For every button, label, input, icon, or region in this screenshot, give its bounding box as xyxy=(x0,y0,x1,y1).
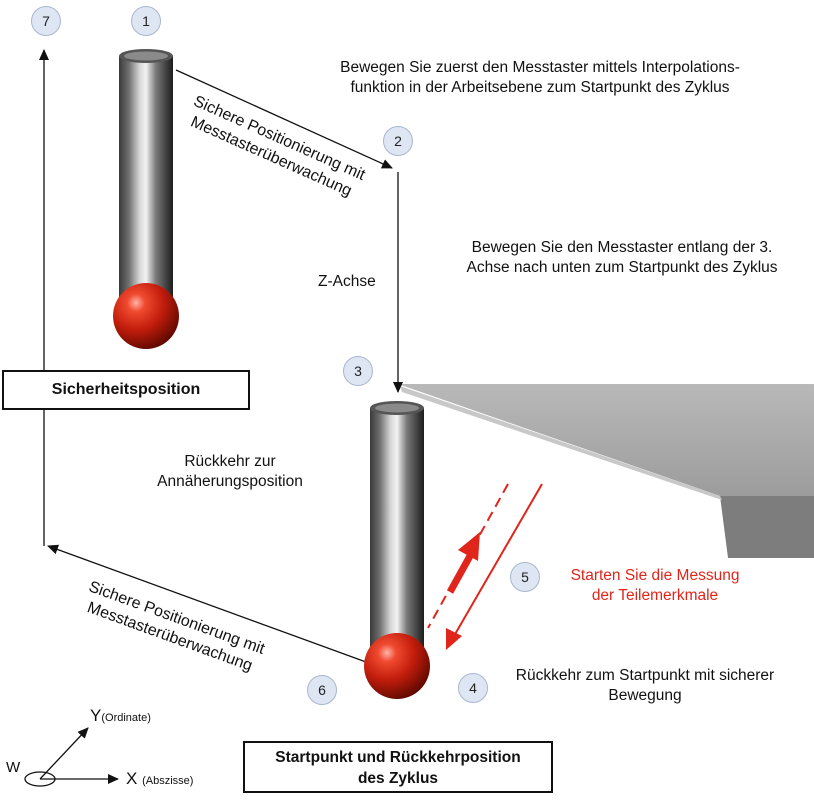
safety-position-box: Sicherheitsposition xyxy=(2,370,250,410)
start-measurement-line2: der Teilemerkmale xyxy=(591,587,719,604)
step1-instruction-line1: Bewegen Sie zuerst den Messtaster mittel… xyxy=(340,59,740,76)
origin-label: W xyxy=(6,759,21,776)
step-badge-7: 7 xyxy=(31,6,61,36)
step2-instruction: Bewegen Sie den Messtaster entlang der 3… xyxy=(420,238,814,278)
step-badge-1: 1 xyxy=(131,6,161,36)
x-axis-sub: (Abszisse) xyxy=(142,775,194,787)
workpiece-block xyxy=(398,384,814,558)
step-badge-3: 3 xyxy=(343,356,373,386)
probe-2 xyxy=(364,401,430,699)
y-axis-label: Y(Ordinate) xyxy=(90,706,151,728)
path-1-to-2 xyxy=(175,69,393,169)
step1-instruction: Bewegen Sie zuerst den Messtaster mittel… xyxy=(300,58,780,98)
path-6-to-left xyxy=(47,544,367,663)
z-axis-label: Z-Achse xyxy=(318,273,376,290)
step2-instruction-line2: Achse nach unten zum Startpunkt des Zykl… xyxy=(466,259,778,276)
step2-instruction-line1: Bewegen Sie den Messtaster entlang der 3… xyxy=(471,239,773,256)
start-measurement: Starten Sie die Messung der Teilemerkmal… xyxy=(540,566,770,606)
return-approach: Rückkehr zur Annäherungsposition xyxy=(130,452,330,492)
step-badge-4: 4 xyxy=(458,673,488,703)
return-start-line2: Bewegung xyxy=(608,687,682,704)
return-approach-line2: Annäherungsposition xyxy=(157,473,303,490)
step-badge-6: 6 xyxy=(307,675,337,705)
thick-up-arrow xyxy=(446,532,480,594)
start-return-position-box: Startpunkt und Rückkehrposition des Zykl… xyxy=(243,741,553,793)
y-axis-sub: (Ordinate) xyxy=(101,712,151,724)
coordinate-system xyxy=(24,727,119,787)
flow-paths xyxy=(39,49,403,663)
return-start: Rückkehr zum Startpunkt mit sicherer Bew… xyxy=(490,666,800,706)
step-badge-2: 2 xyxy=(383,126,413,156)
y-axis-letter: Y xyxy=(90,706,102,725)
step1-instruction-line2: funktion in der Arbeitsebene zum Startpu… xyxy=(350,79,730,96)
y-axis-arrow xyxy=(39,727,89,780)
x-axis-label: X (Abszisse) xyxy=(126,769,193,791)
x-axis-letter: X xyxy=(126,769,138,788)
return-arrow-head xyxy=(446,628,462,650)
start-measurement-line1: Starten Sie die Messung xyxy=(570,567,740,584)
return-start-line1: Rückkehr zum Startpunkt mit sicherer xyxy=(515,667,775,684)
return-approach-line1: Rückkehr zur xyxy=(184,453,276,470)
start-return-position-line2: des Zyklus xyxy=(357,770,439,787)
return-arrow-line xyxy=(453,483,543,637)
safety-position-label: Sicherheitsposition xyxy=(51,381,201,398)
start-return-position-line1: Startpunkt und Rückkehrposition xyxy=(275,749,521,766)
step-badge-5: 5 xyxy=(510,562,540,592)
measurement-arrows xyxy=(427,483,543,650)
probe-1 xyxy=(113,49,179,349)
